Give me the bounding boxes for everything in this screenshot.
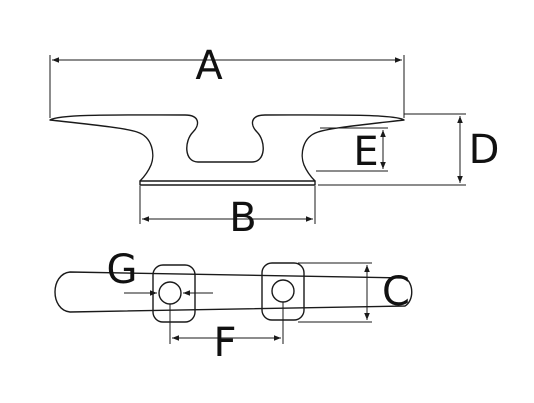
- left-mounting-hole: [158, 281, 182, 305]
- label-d: D: [469, 127, 500, 173]
- dimension-b: B: [139, 186, 316, 241]
- dimension-g: G: [107, 247, 213, 296]
- label-b: B: [229, 195, 256, 241]
- dimension-a: A: [49, 43, 405, 118]
- dimension-d: D: [318, 113, 500, 186]
- dimension-c: C: [298, 262, 410, 323]
- label-g: G: [107, 247, 138, 293]
- side-view: [49, 114, 405, 186]
- label-c: C: [382, 269, 410, 315]
- right-mounting-hole: [271, 279, 295, 303]
- label-f: F: [213, 320, 236, 366]
- dimension-f: F: [169, 302, 284, 366]
- label-e: E: [353, 129, 378, 175]
- cleat-top-outline: [54, 271, 413, 313]
- label-a: A: [195, 43, 223, 89]
- cleat-side-outline: [49, 114, 405, 186]
- dimension-e: E: [316, 127, 388, 175]
